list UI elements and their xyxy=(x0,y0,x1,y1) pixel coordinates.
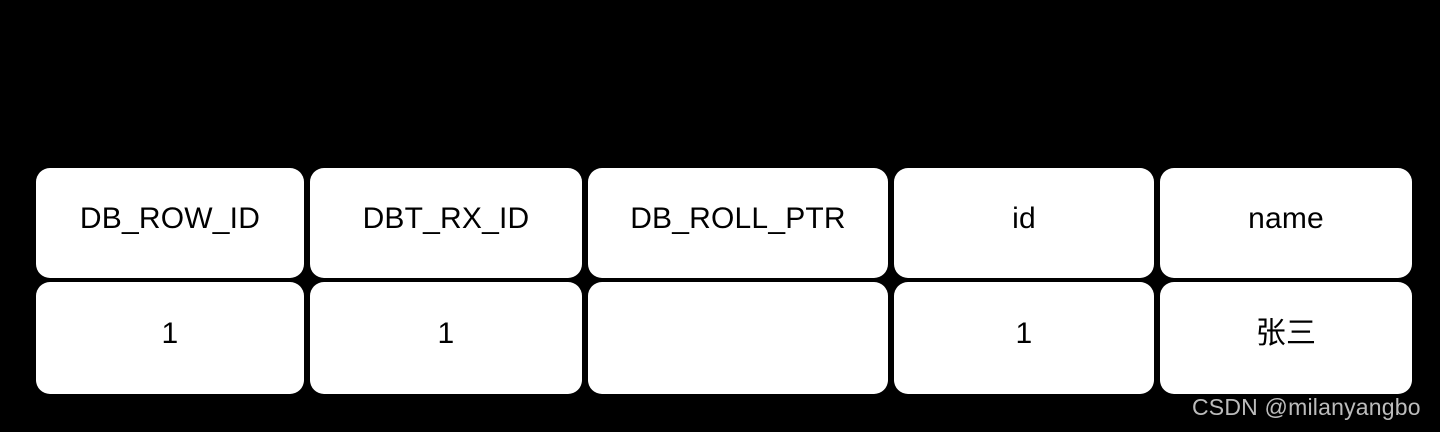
cell-id: 1 xyxy=(894,282,1154,394)
column-header-db-row-id: DB_ROW_ID xyxy=(36,168,304,278)
cell-name: 张三 xyxy=(1160,282,1412,394)
column-header-name: name xyxy=(1160,168,1412,278)
watermark: CSDN @milanyangbo xyxy=(1192,394,1421,420)
cell-dbt-rx-id: 1 xyxy=(310,282,582,394)
record-layout-table: DB_ROW_ID DBT_RX_ID DB_ROLL_PTR id name … xyxy=(36,168,1412,394)
cell-db-roll-ptr xyxy=(588,282,888,394)
cell-db-row-id: 1 xyxy=(36,282,304,394)
column-header-dbt-rx-id: DBT_RX_ID xyxy=(310,168,582,278)
table-header-row: DB_ROW_ID DBT_RX_ID DB_ROLL_PTR id name xyxy=(36,168,1412,278)
table-data-row: 1 1 1 张三 xyxy=(36,282,1412,394)
column-header-db-roll-ptr: DB_ROLL_PTR xyxy=(588,168,888,278)
column-header-id: id xyxy=(894,168,1154,278)
